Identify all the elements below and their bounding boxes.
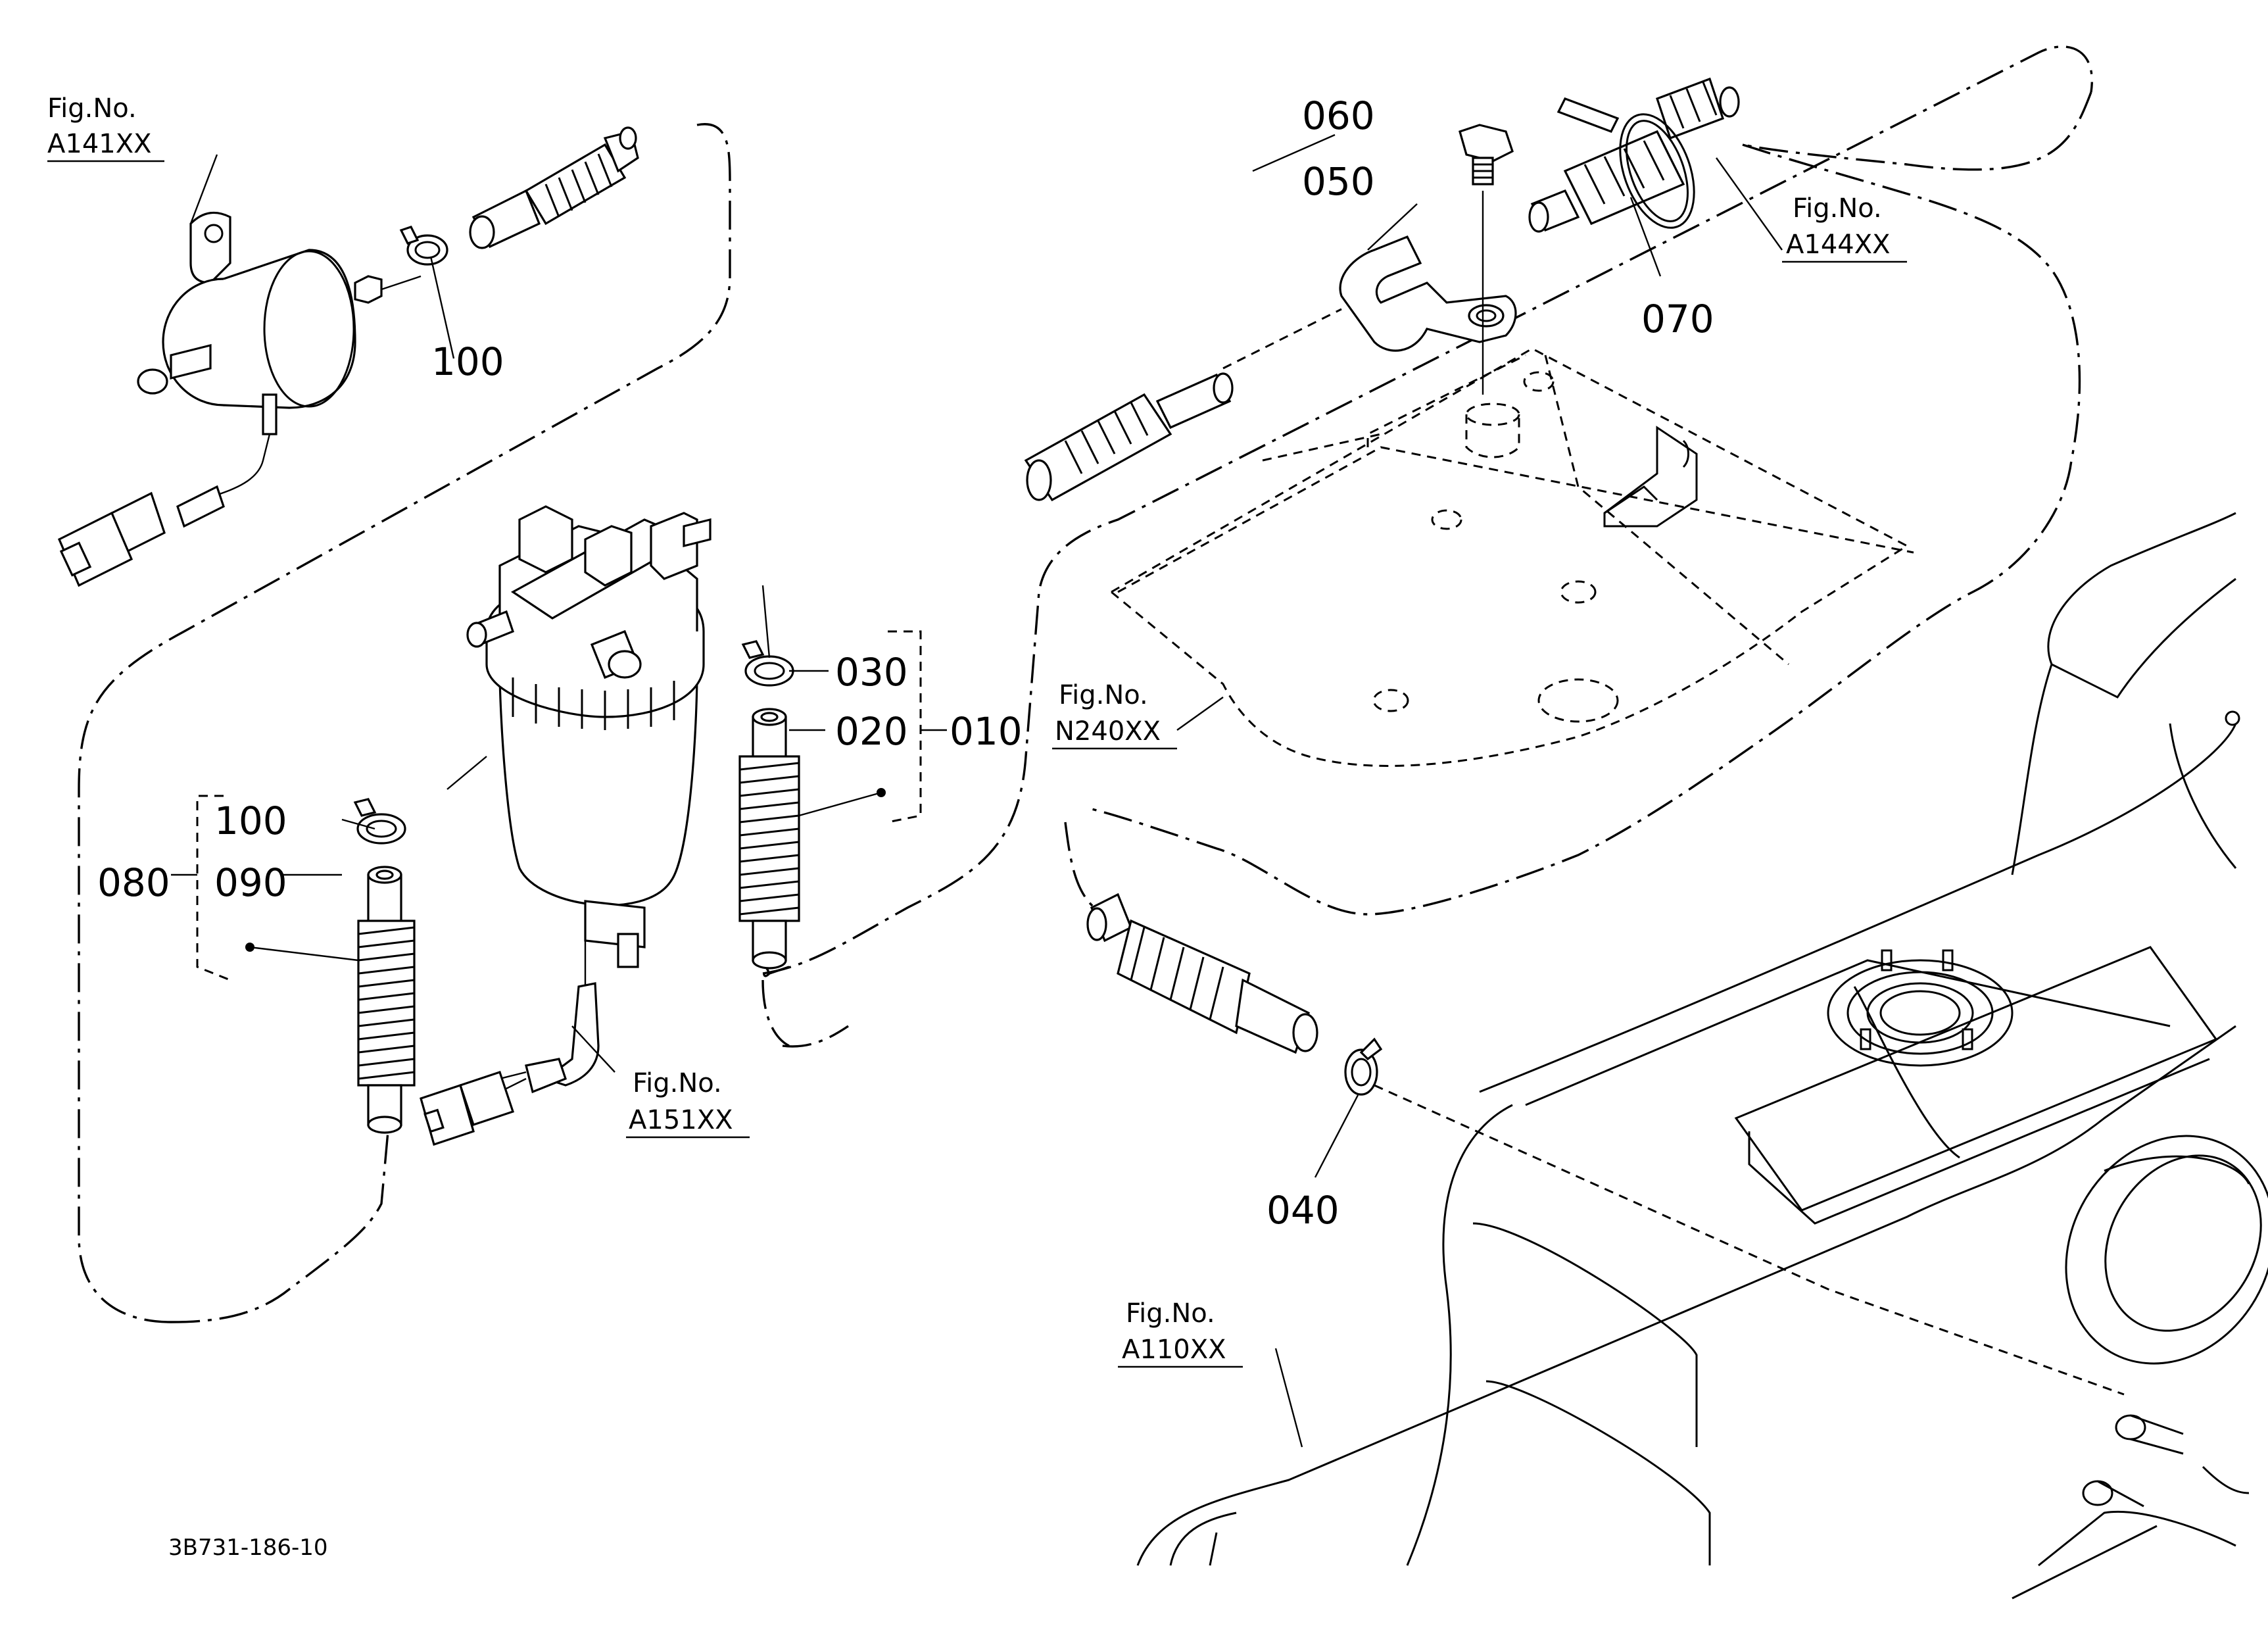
hose-lower-mid xyxy=(1086,893,1318,1054)
figure-reference-filter-harness: Fig.No. A151XX xyxy=(626,1068,750,1139)
hose-upper-right xyxy=(1024,372,1234,502)
part-number-010: 010 xyxy=(950,709,1023,754)
part-numbers: 060 050 070 100 030 020 010 100 080 090 … xyxy=(97,93,1714,1233)
hose-090 xyxy=(357,866,416,1134)
filter-wire-harness xyxy=(420,982,600,1146)
part-number-090: 090 xyxy=(214,860,287,905)
fig-ref-pump-line2: A141XX xyxy=(47,129,152,159)
hose-clamp-100-left xyxy=(353,798,406,845)
clamp-bracket-050 xyxy=(1339,235,1517,352)
part-number-020: 020 xyxy=(835,709,908,754)
callout-bracket-010 xyxy=(887,630,947,823)
hose-020 xyxy=(738,708,800,970)
figure-reference-fuel-tank: Fig.No. A110XX xyxy=(1118,1298,1243,1368)
fuel-tank xyxy=(1136,512,2268,1600)
cable-tie-070 xyxy=(1556,97,1695,229)
hose-near-clamp-070 xyxy=(1528,77,1740,233)
hose-clamp-100-top xyxy=(399,226,448,266)
hose-centerline xyxy=(1374,1084,2125,1396)
leader-lines xyxy=(189,134,1783,1448)
fig-ref-tank-panel-line1: Fig.No. xyxy=(1059,680,1148,710)
fig-ref-clamp-line1: Fig.No. xyxy=(1793,193,1882,224)
part-number-100-top: 100 xyxy=(431,339,504,384)
callout-bracket-080 xyxy=(171,795,231,981)
figure-reference-clamp: Fig.No. A144XX xyxy=(1782,193,1907,263)
part-number-060: 060 xyxy=(1302,93,1375,138)
drawing-code: 3B731-186-10 xyxy=(168,1535,328,1561)
part-number-100-left: 100 xyxy=(214,799,287,843)
part-number-040: 040 xyxy=(1267,1188,1339,1233)
part-number-030: 030 xyxy=(835,650,908,695)
fig-ref-filter-harness-line1: Fig.No. xyxy=(633,1068,722,1098)
fig-ref-pump-line1: Fig.No. xyxy=(47,93,137,124)
hose-upper-left xyxy=(469,126,639,249)
hose-centerline-2 xyxy=(1222,308,1342,370)
fuel-filter-assembly xyxy=(466,505,712,994)
part-number-070: 070 xyxy=(1641,297,1714,341)
tank-panel xyxy=(1111,347,1914,767)
hose-clamp-040 xyxy=(1344,1037,1383,1096)
figure-reference-tank-panel: Fig.No. N240XX xyxy=(1052,680,1177,750)
bolt-060 xyxy=(1459,124,1514,395)
fig-ref-fuel-tank-line1: Fig.No. xyxy=(1126,1298,1215,1329)
figure-reference-pump: Fig.No. A141XX xyxy=(47,93,164,162)
part-number-080: 080 xyxy=(97,860,170,905)
hose-clamp-030 xyxy=(741,640,794,687)
fig-ref-clamp-line2: A144XX xyxy=(1786,230,1891,260)
fuel-pump xyxy=(57,211,422,587)
fig-ref-fuel-tank-line2: A110XX xyxy=(1122,1335,1226,1365)
fig-ref-tank-panel-line2: N240XX xyxy=(1055,716,1161,747)
fig-ref-filter-harness-line2: A151XX xyxy=(629,1105,733,1135)
part-number-050: 050 xyxy=(1302,159,1375,204)
